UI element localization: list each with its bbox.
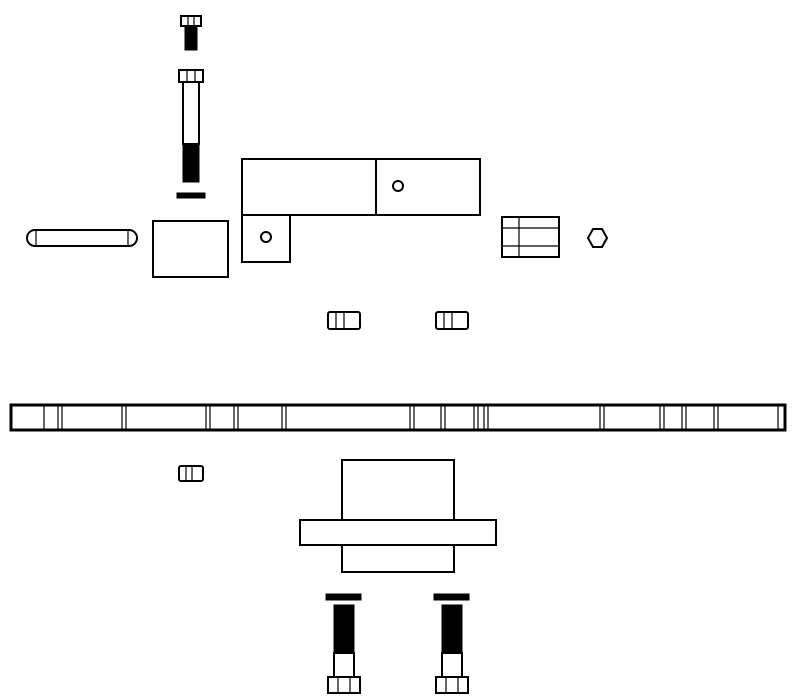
short-bolt <box>180 15 202 51</box>
long-bar <box>9 403 787 432</box>
long-bolt <box>178 69 204 183</box>
washer <box>176 192 206 199</box>
bolt <box>433 593 470 694</box>
spacer-block <box>152 220 229 278</box>
square-nut <box>178 465 204 482</box>
l-bracket <box>241 158 481 263</box>
mounting-plate <box>299 459 497 573</box>
pin <box>26 229 138 247</box>
coupling-nut <box>501 216 560 258</box>
square-nut <box>327 311 361 330</box>
hex-nut <box>586 228 609 248</box>
square-nut <box>435 311 469 330</box>
bolt <box>325 593 362 694</box>
